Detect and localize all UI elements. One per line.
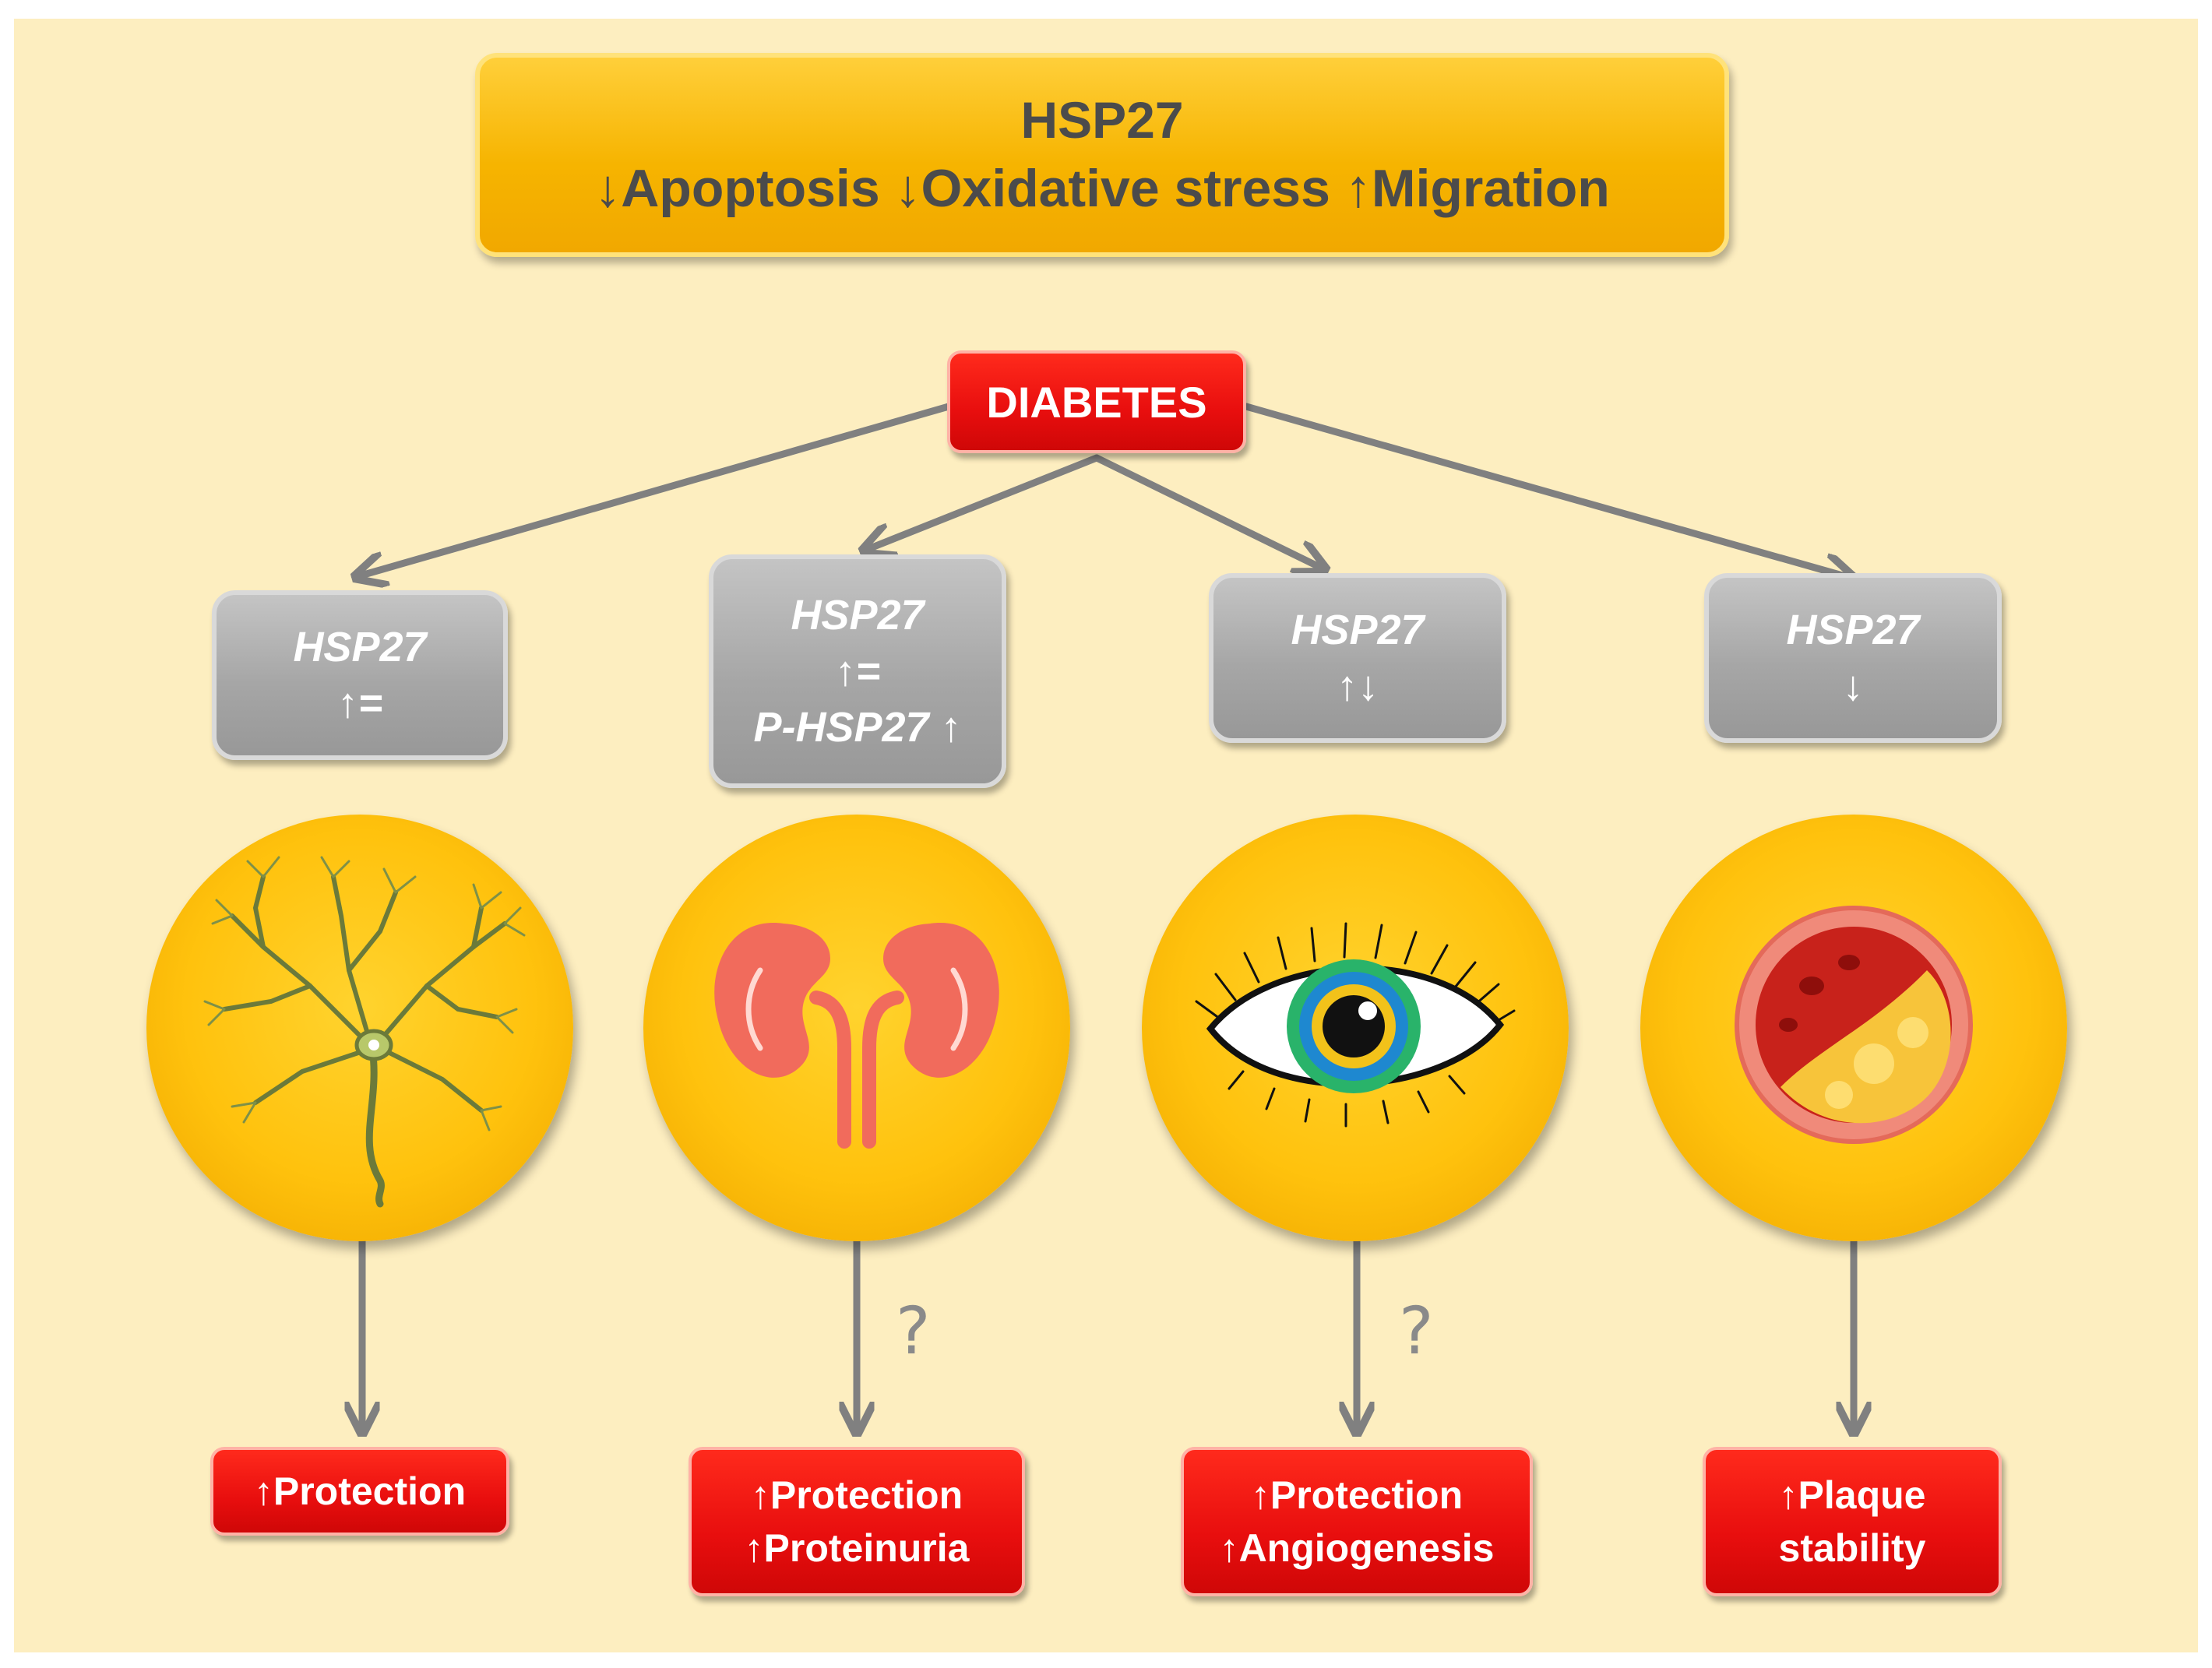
hsp-line: HSP27 xyxy=(293,624,427,670)
arrow-to-neuron-hsp xyxy=(358,403,953,576)
outcome-line: stability xyxy=(1778,1526,1926,1570)
hsp-line: HSP27 xyxy=(1291,607,1425,653)
eye-circle xyxy=(1142,815,1569,1241)
arrow-to-kidney-hsp xyxy=(866,454,1101,550)
kidney-icon xyxy=(714,923,999,1149)
question-mark: ? xyxy=(1399,1293,1434,1369)
hsp-line: ↑= xyxy=(336,680,383,727)
hsp-line: HSP27 xyxy=(791,592,925,639)
neuron-circle xyxy=(146,815,573,1241)
outcome-line: ↑Protection xyxy=(1250,1473,1464,1517)
artery-circle xyxy=(1640,815,2067,1241)
hsp-line: ↑= xyxy=(834,648,881,695)
kidney-hsp27-box: HSP27 ↑= P-HSP27 ↑ xyxy=(709,554,1006,788)
arrow-to-artery-hsp xyxy=(1242,403,1851,578)
artery-plaque-icon xyxy=(1735,906,1973,1144)
hsp-line: HSP27 xyxy=(1786,607,1920,653)
hsp-line: ↓ xyxy=(1842,663,1864,709)
diabetes-box: DIABETES xyxy=(947,350,1246,453)
hsp27-summary-box: HSP27 ↓Apoptosis ↓Oxidative stress ↑Migr… xyxy=(475,53,1729,257)
hsp-line: P-HSP27 ↑ xyxy=(753,704,962,751)
neuron-hsp27-box: HSP27 ↑= xyxy=(212,590,508,760)
question-mark: ? xyxy=(896,1293,931,1369)
outcome-line: ↑Plaque xyxy=(1778,1473,1926,1517)
outcome-line: ↑Angiogenesis xyxy=(1219,1526,1495,1570)
outcome-line: ↑Protection xyxy=(750,1473,963,1517)
diabetes-label: DIABETES xyxy=(986,377,1207,427)
neuron-icon xyxy=(203,856,526,1208)
header-title: HSP27 xyxy=(1020,91,1184,149)
outcome-line: ↑Protection xyxy=(253,1469,467,1513)
eye-outcome-box: ↑Protection ↑Angiogenesis xyxy=(1181,1447,1533,1596)
kidney-circle xyxy=(643,815,1070,1241)
hsp-line: ↑↓ xyxy=(1337,663,1379,709)
artery-outcome-box: ↑Plaque stability xyxy=(1703,1447,2002,1596)
neuron-outcome-box: ↑Protection xyxy=(210,1447,509,1536)
eye-hsp27-box: HSP27 ↑↓ xyxy=(1209,573,1506,743)
artery-hsp27-box: HSP27 ↓ xyxy=(1704,573,2002,743)
eye-icon xyxy=(1195,922,1516,1128)
header-effects: ↓Apoptosis ↓Oxidative stress ↑Migration xyxy=(594,159,1610,218)
arrow-to-eye-hsp xyxy=(1093,454,1323,568)
kidney-outcome-box: ↑Protection ↑Proteinuria xyxy=(689,1447,1025,1596)
outcome-line: ↑Proteinuria xyxy=(744,1526,970,1570)
